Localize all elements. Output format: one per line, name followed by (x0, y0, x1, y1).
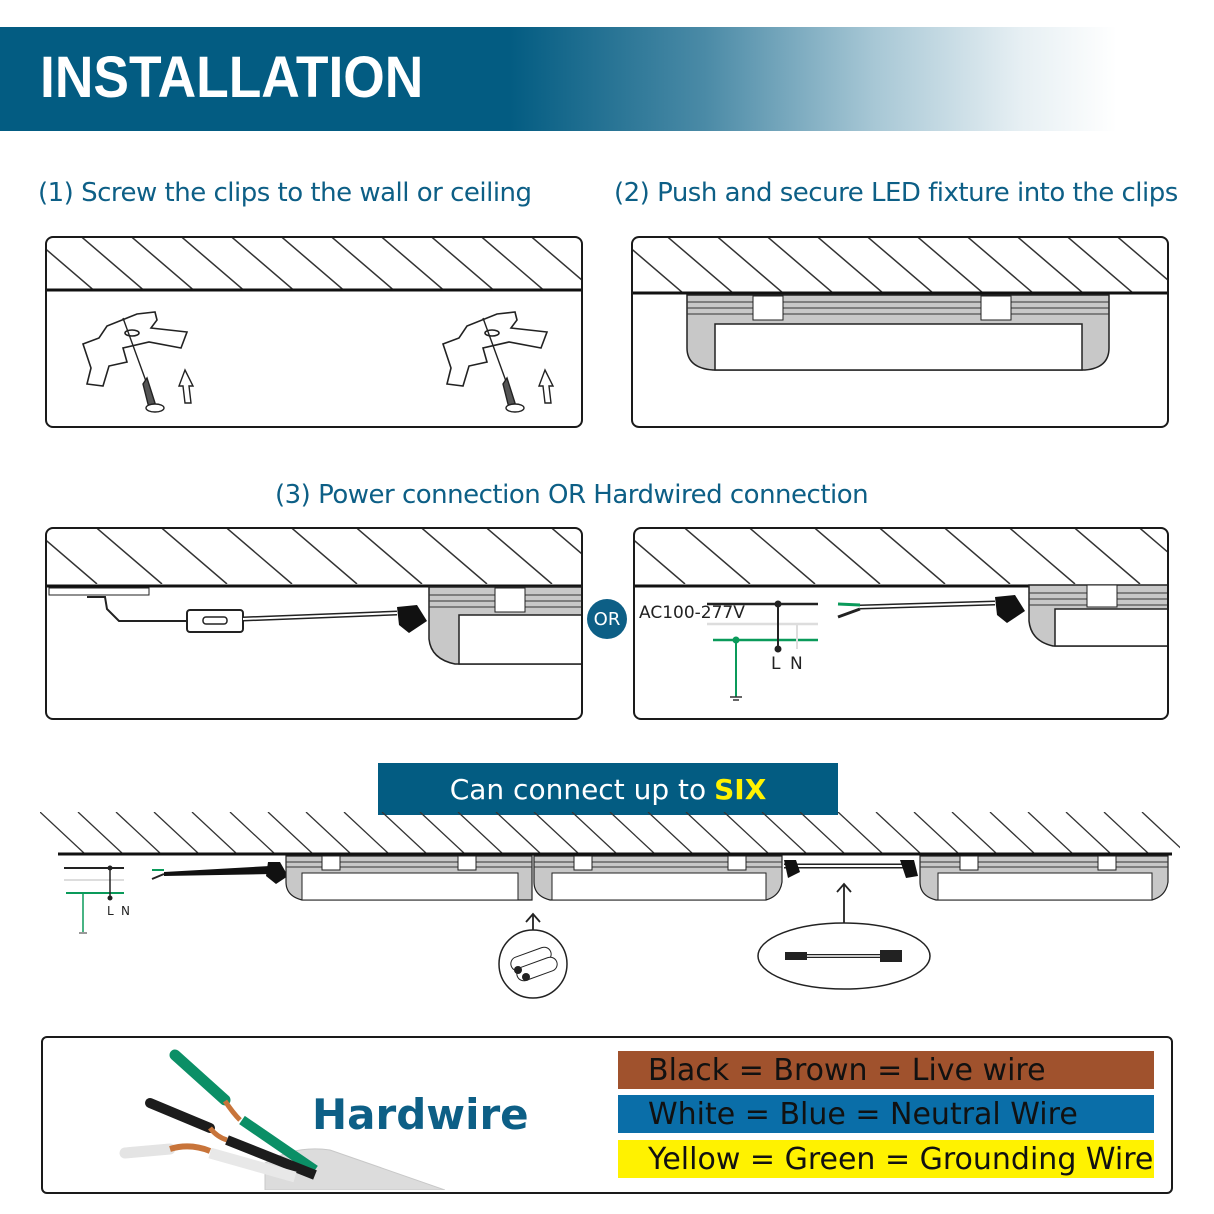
screw-icon (122, 317, 165, 413)
linkable-count: SIX (714, 772, 767, 806)
legend-ground-wire: Yellow = Green = Grounding Wire (618, 1140, 1154, 1178)
connector-icon (498, 929, 568, 999)
hardwire-title: Hardwire (312, 1090, 529, 1139)
chain-live-label: L (107, 904, 114, 918)
header-banner (0, 27, 1214, 131)
fixture-mounted-illustration (633, 238, 1167, 371)
screw-icon (482, 317, 525, 413)
step-1-title: (1) Screw the clips to the wall or ceili… (38, 178, 532, 208)
led-fixture-icon (533, 855, 783, 901)
led-fixture-icon (428, 586, 581, 665)
led-fixture-icon (285, 855, 533, 901)
clip-icon (441, 311, 549, 387)
neutral-label: N (790, 654, 803, 674)
step-1-diagram (45, 236, 583, 428)
or-badge: OR (587, 599, 627, 639)
step-2-title: (2) Push and secure LED fixture into the… (614, 178, 1178, 208)
page-title: INSTALLATION (40, 45, 424, 110)
step-3-title: (3) Power connection OR Hardwired connec… (275, 480, 869, 510)
cable-illustration (119, 1049, 445, 1190)
step-3-plug-diagram (45, 527, 583, 720)
linkable-banner: Can connect up to SIX (378, 763, 838, 815)
linkable-text: Can connect up to (449, 772, 707, 806)
linked-fixtures-illustration (40, 812, 1180, 999)
plug-connection-illustration (47, 529, 581, 665)
arrow-up-icon (537, 368, 555, 404)
legend-live-wire: Black = Brown = Live wire (618, 1051, 1154, 1089)
live-label: L (771, 654, 781, 674)
step-3-hardwire-diagram (633, 527, 1169, 720)
step-2-diagram (631, 236, 1169, 428)
jumper-cable-icon (757, 922, 931, 990)
led-fixture-icon (1028, 584, 1167, 647)
voltage-label: AC100-277V (639, 603, 745, 623)
clip-icon (81, 311, 189, 387)
led-fixture-icon (919, 855, 1169, 901)
led-fixture-icon (686, 294, 1110, 371)
arrow-up-icon (836, 882, 852, 928)
legend-neutral-wire: White = Blue = Neutral Wire (618, 1095, 1154, 1133)
clip-screw-illustration (47, 238, 581, 413)
hardwire-connection-illustration (635, 529, 1167, 701)
arrow-up-icon (177, 368, 195, 404)
chain-neutral-label: N (121, 904, 130, 918)
hardwire-panel (41, 1036, 1173, 1194)
